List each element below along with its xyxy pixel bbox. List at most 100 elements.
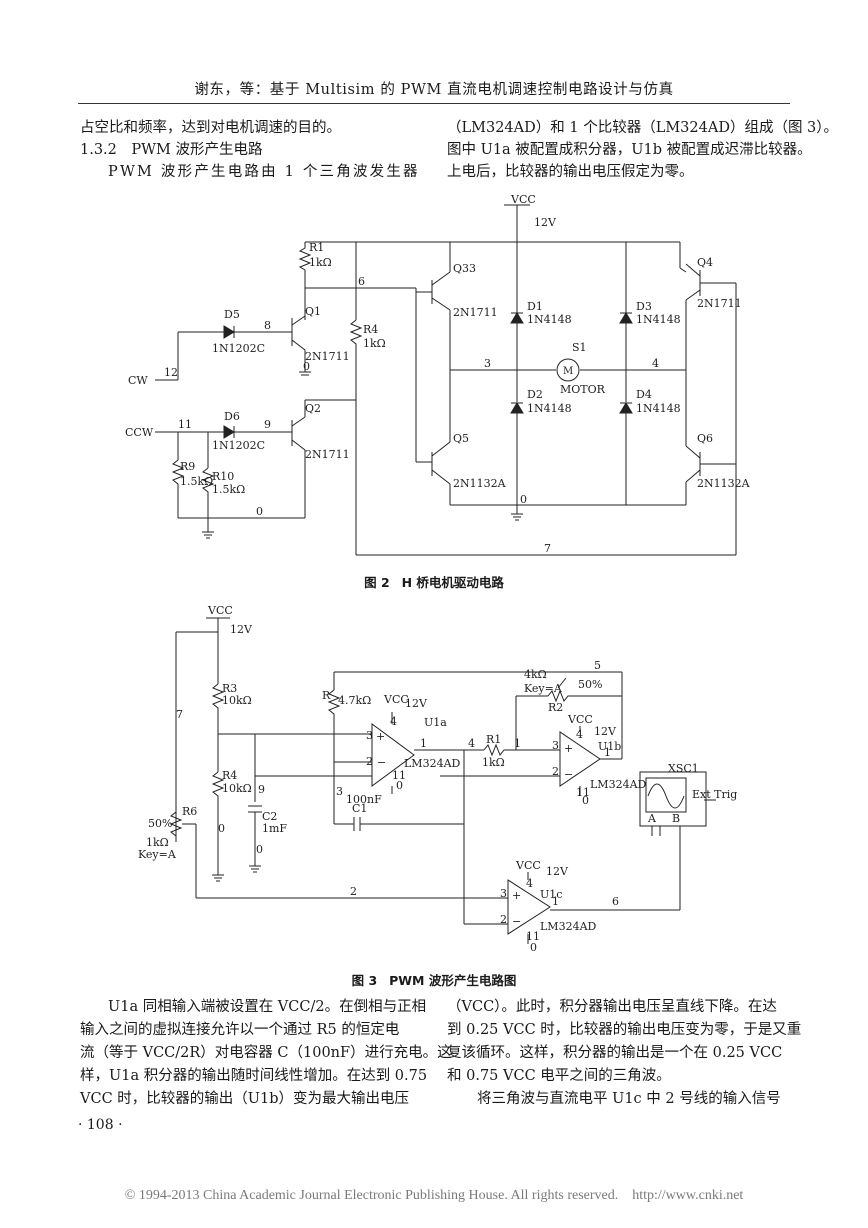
u1c-minus: − xyxy=(512,915,521,928)
ext-trig-label: Ext Trig xyxy=(692,788,737,801)
u1b-vcc: VCC xyxy=(567,713,593,726)
node-4: 4 xyxy=(468,737,475,750)
u1b-pin1: 1 xyxy=(604,746,611,759)
node-12: 12 xyxy=(164,366,178,379)
figure-3-caption: 图 3 PWM 波形产生电路图 xyxy=(0,970,868,989)
r2-key: Key=A xyxy=(524,682,563,695)
r10-label: R10 xyxy=(212,470,234,483)
xsc1-label: XSC1 xyxy=(668,762,699,775)
figure-3-number: 图 3 xyxy=(351,973,378,988)
body-right-line2: 到 0.25 VCC 时，比较器的输出电压变为零，于是又重 xyxy=(447,1022,802,1038)
page-number: · 108 · xyxy=(78,1117,123,1133)
q1-label: Q1 xyxy=(305,305,321,318)
r2-value: 4kΩ xyxy=(524,668,547,681)
d2-part: 1N4148 xyxy=(527,402,572,415)
u1a-plus: + xyxy=(376,730,385,743)
figure-2-caption: 图 2 H 桥电机驱动电路 xyxy=(0,572,868,591)
channel-a-label: A xyxy=(647,812,657,825)
node-8: 8 xyxy=(264,319,271,332)
u1c-plus: + xyxy=(512,889,521,902)
u1c-gnd: 0 xyxy=(530,941,537,954)
r6-value: 1kΩ xyxy=(146,836,169,849)
q5-label: Q5 xyxy=(453,432,469,445)
motor-label: MOTOR xyxy=(560,383,606,396)
r9-label: R9 xyxy=(180,460,195,473)
d6-part: 1N1202C xyxy=(212,439,265,452)
u1b-label: U1b xyxy=(598,740,621,753)
u1c-pin11: 11 xyxy=(526,930,540,943)
node-9: 9 xyxy=(258,783,265,796)
r-label: R xyxy=(322,689,331,702)
q1-part: 2N1711 xyxy=(305,350,350,363)
body-right-line1: （VCC）。此时，积分器输出电压呈直线下降。在达 xyxy=(447,999,777,1015)
r4-value: 10kΩ xyxy=(222,782,252,795)
u1b-pin3: 3 xyxy=(552,739,559,752)
node-9: 9 xyxy=(264,418,271,431)
q4-part: 2N1711 xyxy=(697,297,742,310)
right-col-line1: （LM324AD）和 1 个比较器（LM324AD）组成（图 3）。 xyxy=(447,120,839,136)
u1b-part: LM324AD xyxy=(590,778,647,791)
body-right-line3: 复该循环。这样，积分器的输出是一个在 0.25 VCC xyxy=(447,1045,783,1061)
right-col-line2: 图中 U1a 被配置成积分器，U1b 被配置成迟滞比较器。 xyxy=(447,142,812,158)
u1b-plus: + xyxy=(564,742,573,755)
u1a-label: U1a xyxy=(424,716,447,729)
c2-label: C2 xyxy=(262,810,277,823)
u1c-part: LM324AD xyxy=(540,920,597,933)
u1c-pin4: 4 xyxy=(526,877,533,890)
u1a-pin3: 3 xyxy=(366,729,373,742)
u1b-12v: 12V xyxy=(594,725,617,738)
r4-label: R4 xyxy=(222,769,237,782)
v12-label: 12V xyxy=(230,623,253,636)
q6-part: 2N1132A xyxy=(697,477,751,490)
r-value: 4.7kΩ xyxy=(338,694,371,707)
ccw-label: CCW xyxy=(125,426,154,439)
d2-label: D2 xyxy=(527,388,543,401)
motor-symbol: M xyxy=(563,366,573,377)
d4-label: D4 xyxy=(636,388,652,401)
u1b-gnd: 0 xyxy=(582,794,589,807)
v12-label: 12V xyxy=(534,216,557,229)
node-1: 1 xyxy=(514,737,521,750)
header-rule xyxy=(78,103,790,104)
node-0: 0 xyxy=(218,822,225,835)
running-header: 谢东，等：基于 Multisim 的 PWM 直流电机调速控制电路设计与仿真 xyxy=(194,82,674,98)
u1c-pin3: 3 xyxy=(500,887,507,900)
d3-label: D3 xyxy=(636,300,652,313)
vcc-label: VCC xyxy=(207,604,233,617)
r1-value: 1kΩ xyxy=(482,756,505,769)
c2-value: 1mF xyxy=(262,822,287,835)
body-left-line3: 流（等于 VCC/2R）对电容器 C（100nF）进行充电。这 xyxy=(80,1045,452,1061)
node-11: 11 xyxy=(178,418,192,431)
d6-label: D6 xyxy=(224,410,240,423)
node-5: 5 xyxy=(594,659,601,672)
d5-part: 1N1202C xyxy=(212,342,265,355)
r6-percent: 50% xyxy=(148,817,172,830)
q4-label: Q4 xyxy=(697,256,713,269)
d1-part: 1N4148 xyxy=(527,313,572,326)
figure-3-pwm-schematic: VCC 12V 7 R3 10kΩ R4 10kΩ 9 0 C2 1mF 0 R… xyxy=(138,604,737,954)
q6-label: Q6 xyxy=(697,432,713,445)
left-col-line3: PWM 波形产生电路由 1 个三角波发生器 xyxy=(108,164,420,180)
u1a-vcc: VCC xyxy=(383,693,409,706)
r6-label: R6 xyxy=(182,805,197,818)
c1-value: 100nF xyxy=(346,793,382,806)
body-left-line5: VCC 时，比较器的输出（U1b）变为最大输出电压 xyxy=(80,1091,409,1107)
d4-part: 1N4148 xyxy=(636,402,681,415)
d1-label: D1 xyxy=(527,300,543,313)
r3-label: R3 xyxy=(222,682,237,695)
r10-value: 1.5kΩ xyxy=(212,483,245,496)
u1a-gnd: 0 xyxy=(396,779,403,792)
u1b-pin2: 2 xyxy=(552,765,559,778)
body-left-line2: 输入之间的虚拟连接允许以一个通过 R5 的恒定电 xyxy=(80,1022,400,1038)
figure-2-h-bridge-schematic: VCC 12V R1 1kΩ R4 1kΩ 6 Q1 2N1711 0 D5 1… xyxy=(125,193,751,556)
u1a-pin4: 4 xyxy=(390,715,397,728)
u1c-vcc: VCC xyxy=(515,859,541,872)
u1b-pin11: 11 xyxy=(576,786,590,799)
left-col-line1: 占空比和频率，达到对电机调速的目的。 xyxy=(80,120,341,136)
figure-3-title: PWM 波形产生电路图 xyxy=(389,973,517,988)
body-left-line4: 样，U1a 积分器的输出随时间线性增加。在达到 0.75 xyxy=(80,1068,428,1084)
d5-label: D5 xyxy=(224,308,240,321)
node-3: 3 xyxy=(484,357,491,370)
u1c-pin1: 1 xyxy=(552,895,559,908)
node-4: 4 xyxy=(652,357,659,370)
